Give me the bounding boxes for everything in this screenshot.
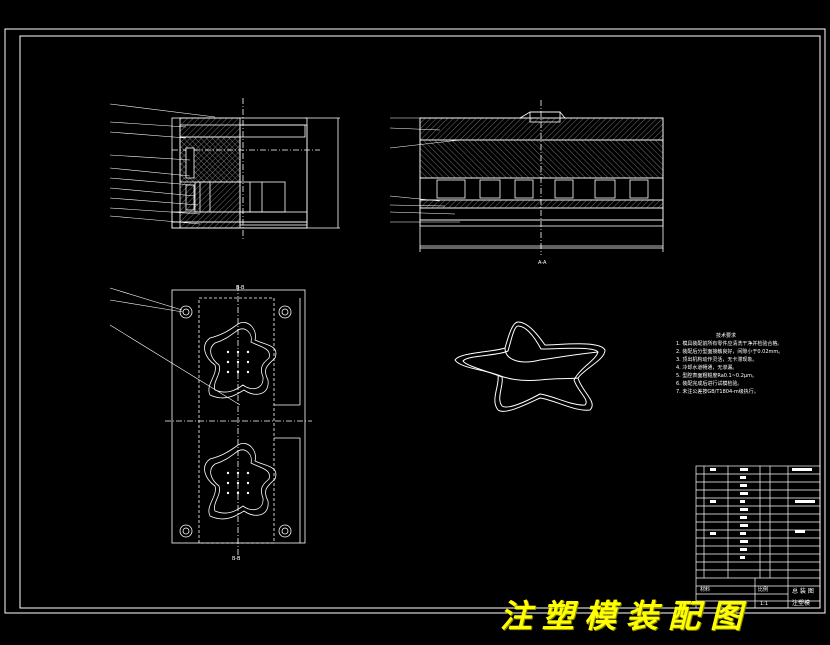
technical-note-line: 6. 装配完成后进行试模检验。 xyxy=(676,381,743,387)
technical-notes: 技术要求 1. 模具装配前所有零件应清洗干净并检验合格。 2. 装配后分型面接触… xyxy=(676,332,826,396)
plan-view-label: B-B xyxy=(232,556,241,562)
section-bb-label: B-B xyxy=(236,285,245,291)
front-section-view xyxy=(419,100,664,255)
title-block xyxy=(695,465,821,609)
plan-view-leaders xyxy=(109,287,241,406)
side-view-leaders xyxy=(109,103,216,225)
svg-text:比例: 比例 xyxy=(758,586,768,593)
inner-border xyxy=(19,35,821,609)
title-block-labels: 总 装 图 材料 比例 注塑模 1:1 xyxy=(700,586,814,607)
svg-text:总 装 图: 总 装 图 xyxy=(792,587,814,595)
ejector-pin-grid xyxy=(226,350,250,495)
technical-notes-title: 技术要求 xyxy=(716,333,737,339)
section-aa-label: A-A xyxy=(538,260,547,266)
product-3d-view xyxy=(454,321,606,412)
plan-view xyxy=(165,285,312,560)
front-view-leaders xyxy=(389,117,528,223)
technical-note-line: 7. 未注公差按GB/T1804-m级执行。 xyxy=(676,389,759,395)
title-block-marks xyxy=(710,468,815,559)
svg-text:注塑模: 注塑模 xyxy=(792,599,810,607)
technical-note-line: 4. 冷却水道畅通，无渗漏。 xyxy=(676,365,738,371)
svg-text:1:1: 1:1 xyxy=(760,601,768,607)
svg-text:材料: 材料 xyxy=(700,586,710,593)
technical-note-line: 3. 顶出机构动作灵活，无卡滞现象。 xyxy=(676,357,758,363)
outer-border xyxy=(4,28,826,614)
technical-note-line: 1. 模具装配前所有零件应清洗干净并检验合格。 xyxy=(676,341,783,347)
watermark-title: 注塑模装配图 xyxy=(500,597,753,635)
technical-note-line: 5. 型腔表面粗糙度Ra0.1~0.2μm。 xyxy=(676,373,757,379)
technical-note-line: 2. 装配后分型面接触良好，间隙小于0.02mm。 xyxy=(676,349,784,355)
side-section-view xyxy=(171,98,340,240)
